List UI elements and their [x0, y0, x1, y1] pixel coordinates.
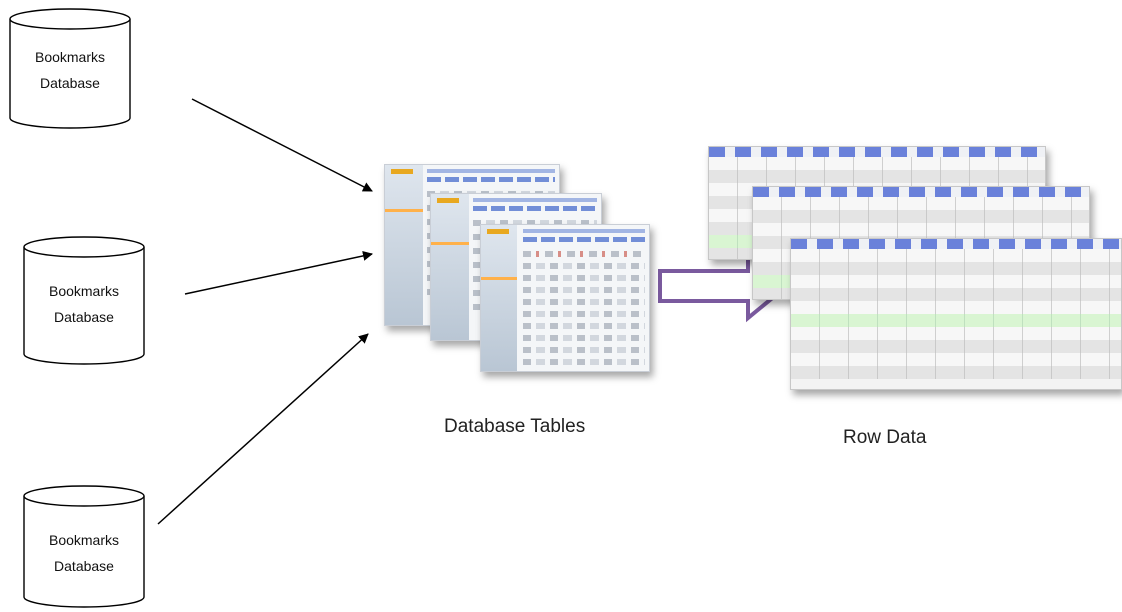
- database-label-3-line1: Bookmarks: [48, 532, 120, 548]
- arrow-db3-to-tables: [157, 333, 369, 525]
- database-cylinder-3: [23, 485, 145, 608]
- row-data-caption: Row Data: [843, 427, 927, 448]
- database-cylinder-1: [9, 8, 131, 129]
- database-label-2-line2: Database: [54, 309, 114, 325]
- database-label-3-line2: Database: [54, 558, 114, 574]
- database-label-3: Bookmarks Database: [24, 527, 144, 579]
- database-label-1: Bookmarks Database: [10, 44, 130, 96]
- database-label-2: Bookmarks Database: [24, 278, 144, 330]
- arrow-db2-to-tables: [184, 250, 373, 295]
- database-label-2-line1: Bookmarks: [48, 283, 120, 299]
- table-screenshot-3: [480, 224, 650, 372]
- database-label-1-line2: Database: [40, 75, 100, 91]
- database-label-1-line1: Bookmarks: [34, 49, 106, 65]
- row-data-grid-3: [790, 238, 1122, 390]
- database-cylinder-2: [23, 236, 145, 365]
- arrow-db1-to-tables: [191, 98, 373, 192]
- database-tables-caption: Database Tables: [444, 416, 586, 437]
